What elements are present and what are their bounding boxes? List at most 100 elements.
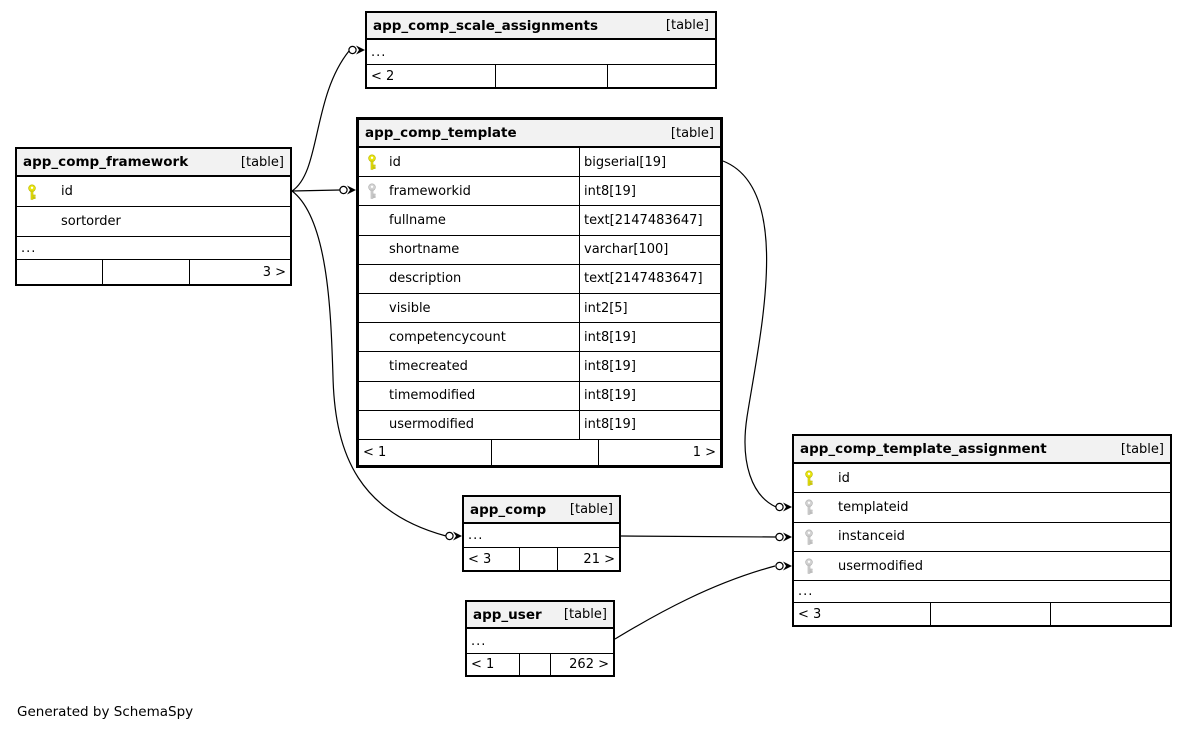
table-tag: [table] [1120, 441, 1164, 457]
column-type: int8[19] [579, 323, 720, 352]
table-header: app_comp_template_assignment [table] [794, 436, 1170, 464]
column-name: sortorder [61, 214, 121, 229]
column-name: visible [389, 300, 431, 316]
column-name: id [61, 184, 73, 199]
generated-by-note: Generated by SchemaSpy [17, 704, 194, 720]
column-name: usermodified [838, 558, 924, 574]
footer-parents-count: < 1 [471, 657, 495, 672]
edge-odot [339, 185, 348, 195]
table-tag: [table] [665, 18, 709, 33]
edge-arrowhead-icon [356, 45, 365, 55]
column-row: id bigserial[19] [359, 148, 720, 178]
edge-user-to-assignment [614, 565, 776, 640]
table-app-user: app_user [table] ... < 1 262 > [465, 600, 615, 677]
footer-children-count [1050, 603, 1170, 626]
table-tag: [table] [240, 154, 284, 170]
foreign-key-icon [805, 558, 813, 574]
table-name[interactable]: app_comp_template_assignment [800, 441, 1047, 457]
column-name: timecreated [389, 358, 468, 374]
column-name: shortname [389, 242, 460, 258]
table-app-comp-template: app_comp_template [table] id bigserial[1… [356, 117, 723, 468]
column-type: bigserial[19] [579, 148, 720, 177]
table-name[interactable]: app_comp_scale_assignments [373, 17, 599, 34]
footer-parents-count: < 1 [363, 444, 387, 460]
edge-arrowhead-icon [783, 561, 792, 571]
edge-arrowhead-icon [453, 531, 462, 541]
table-footer: < 3 21 > [464, 548, 619, 570]
table-app-comp-template-assignment: app_comp_template_assignment [table] id [792, 434, 1172, 628]
footer-mid-cell [495, 65, 607, 87]
column-row: visible int2[5] [359, 293, 720, 324]
column-row: fullname text[2147483647] [359, 206, 720, 236]
column-row: timecreated int8[19] [359, 352, 720, 382]
edge-odot [348, 45, 357, 55]
column-row: instanceid [794, 523, 1170, 552]
footer-parents-count: < 3 [798, 606, 822, 622]
table-name[interactable]: app_comp_framework [23, 154, 189, 170]
table-tag: [table] [670, 125, 714, 141]
column-name: timemodified [389, 388, 476, 404]
edge-odot [775, 532, 784, 542]
footer-children-count [607, 65, 715, 87]
foreign-key-icon [805, 499, 813, 516]
edge-arrowhead-icon [783, 532, 792, 542]
column-name: description [389, 271, 462, 287]
edge-comp-to-assignment [620, 535, 777, 538]
footer-children-count: 262 > [550, 654, 613, 675]
table-app-comp-framework: app_comp_framework [table] id sortorder … [15, 147, 292, 286]
table-tag: [table] [563, 607, 607, 622]
collapsed-columns-row: ... [367, 40, 715, 65]
table-header: app_comp_scale_assignments [table] [367, 13, 715, 40]
table-footer: < 2 [367, 65, 715, 87]
collapsed-columns-row: ... [467, 629, 613, 654]
table-name[interactable]: app_user [473, 606, 542, 623]
table-app-comp-scale-assignments: app_comp_scale_assignments [table] ... <… [365, 11, 717, 89]
column-type: varchar[100] [579, 235, 720, 264]
table-header: app_comp_template [table] [359, 120, 720, 148]
footer-parents-count: < 2 [371, 68, 395, 84]
table-footer: < 3 [794, 603, 1170, 626]
edge-framework-to-template [291, 189, 341, 192]
column-row: description text[2147483647] [359, 264, 720, 294]
column-name: templateid [838, 499, 909, 515]
table-tag: [table] [569, 502, 613, 517]
edge-arrowhead-icon [783, 502, 792, 512]
column-row: sortorder [17, 207, 290, 237]
column-type: int2[5] [579, 293, 720, 323]
edge-odot [775, 561, 784, 571]
column-name: competencycount [389, 329, 506, 345]
table-name[interactable]: app_comp [470, 501, 547, 518]
edge-template-to-assignment [722, 160, 777, 508]
column-row: competencycount int8[19] [359, 323, 720, 353]
table-app-comp: app_comp [table] ... < 3 21 > [462, 495, 621, 572]
column-name: id [389, 154, 401, 170]
column-row: usermodified int8[19] [359, 410, 720, 440]
edge-framework-to-scale-assignments [291, 50, 350, 192]
table-header: app_comp_framework [table] [17, 149, 290, 177]
collapsed-columns-row: ... [464, 524, 619, 548]
column-type: int8[19] [579, 410, 720, 439]
collapsed-columns-row: ... [794, 581, 1170, 604]
footer-parents-count [17, 260, 102, 284]
footer-children-count: 21 > [557, 548, 619, 570]
primary-key-icon [368, 154, 376, 170]
footer-mid-cell [519, 654, 550, 675]
footer-mid-cell [930, 603, 1050, 626]
footer-children-count: 1 > [598, 439, 720, 465]
table-footer: < 1 1 > [359, 439, 720, 465]
column-name: fullname [389, 212, 446, 228]
column-row: shortname varchar[100] [359, 235, 720, 265]
column-name: frameworkid [389, 183, 471, 199]
edge-odot [445, 531, 454, 541]
table-name[interactable]: app_comp_template [365, 125, 517, 141]
foreign-key-icon [805, 529, 813, 545]
edge-odot [775, 502, 784, 512]
table-footer: < 1 262 > [467, 654, 613, 675]
column-type: int8[19] [579, 381, 720, 410]
table-header: app_comp [table] [464, 497, 619, 524]
column-type: int8[19] [579, 352, 720, 381]
footer-children-count: 3 > [189, 260, 290, 284]
column-row: templateid [794, 493, 1170, 523]
column-row: id [17, 177, 290, 207]
